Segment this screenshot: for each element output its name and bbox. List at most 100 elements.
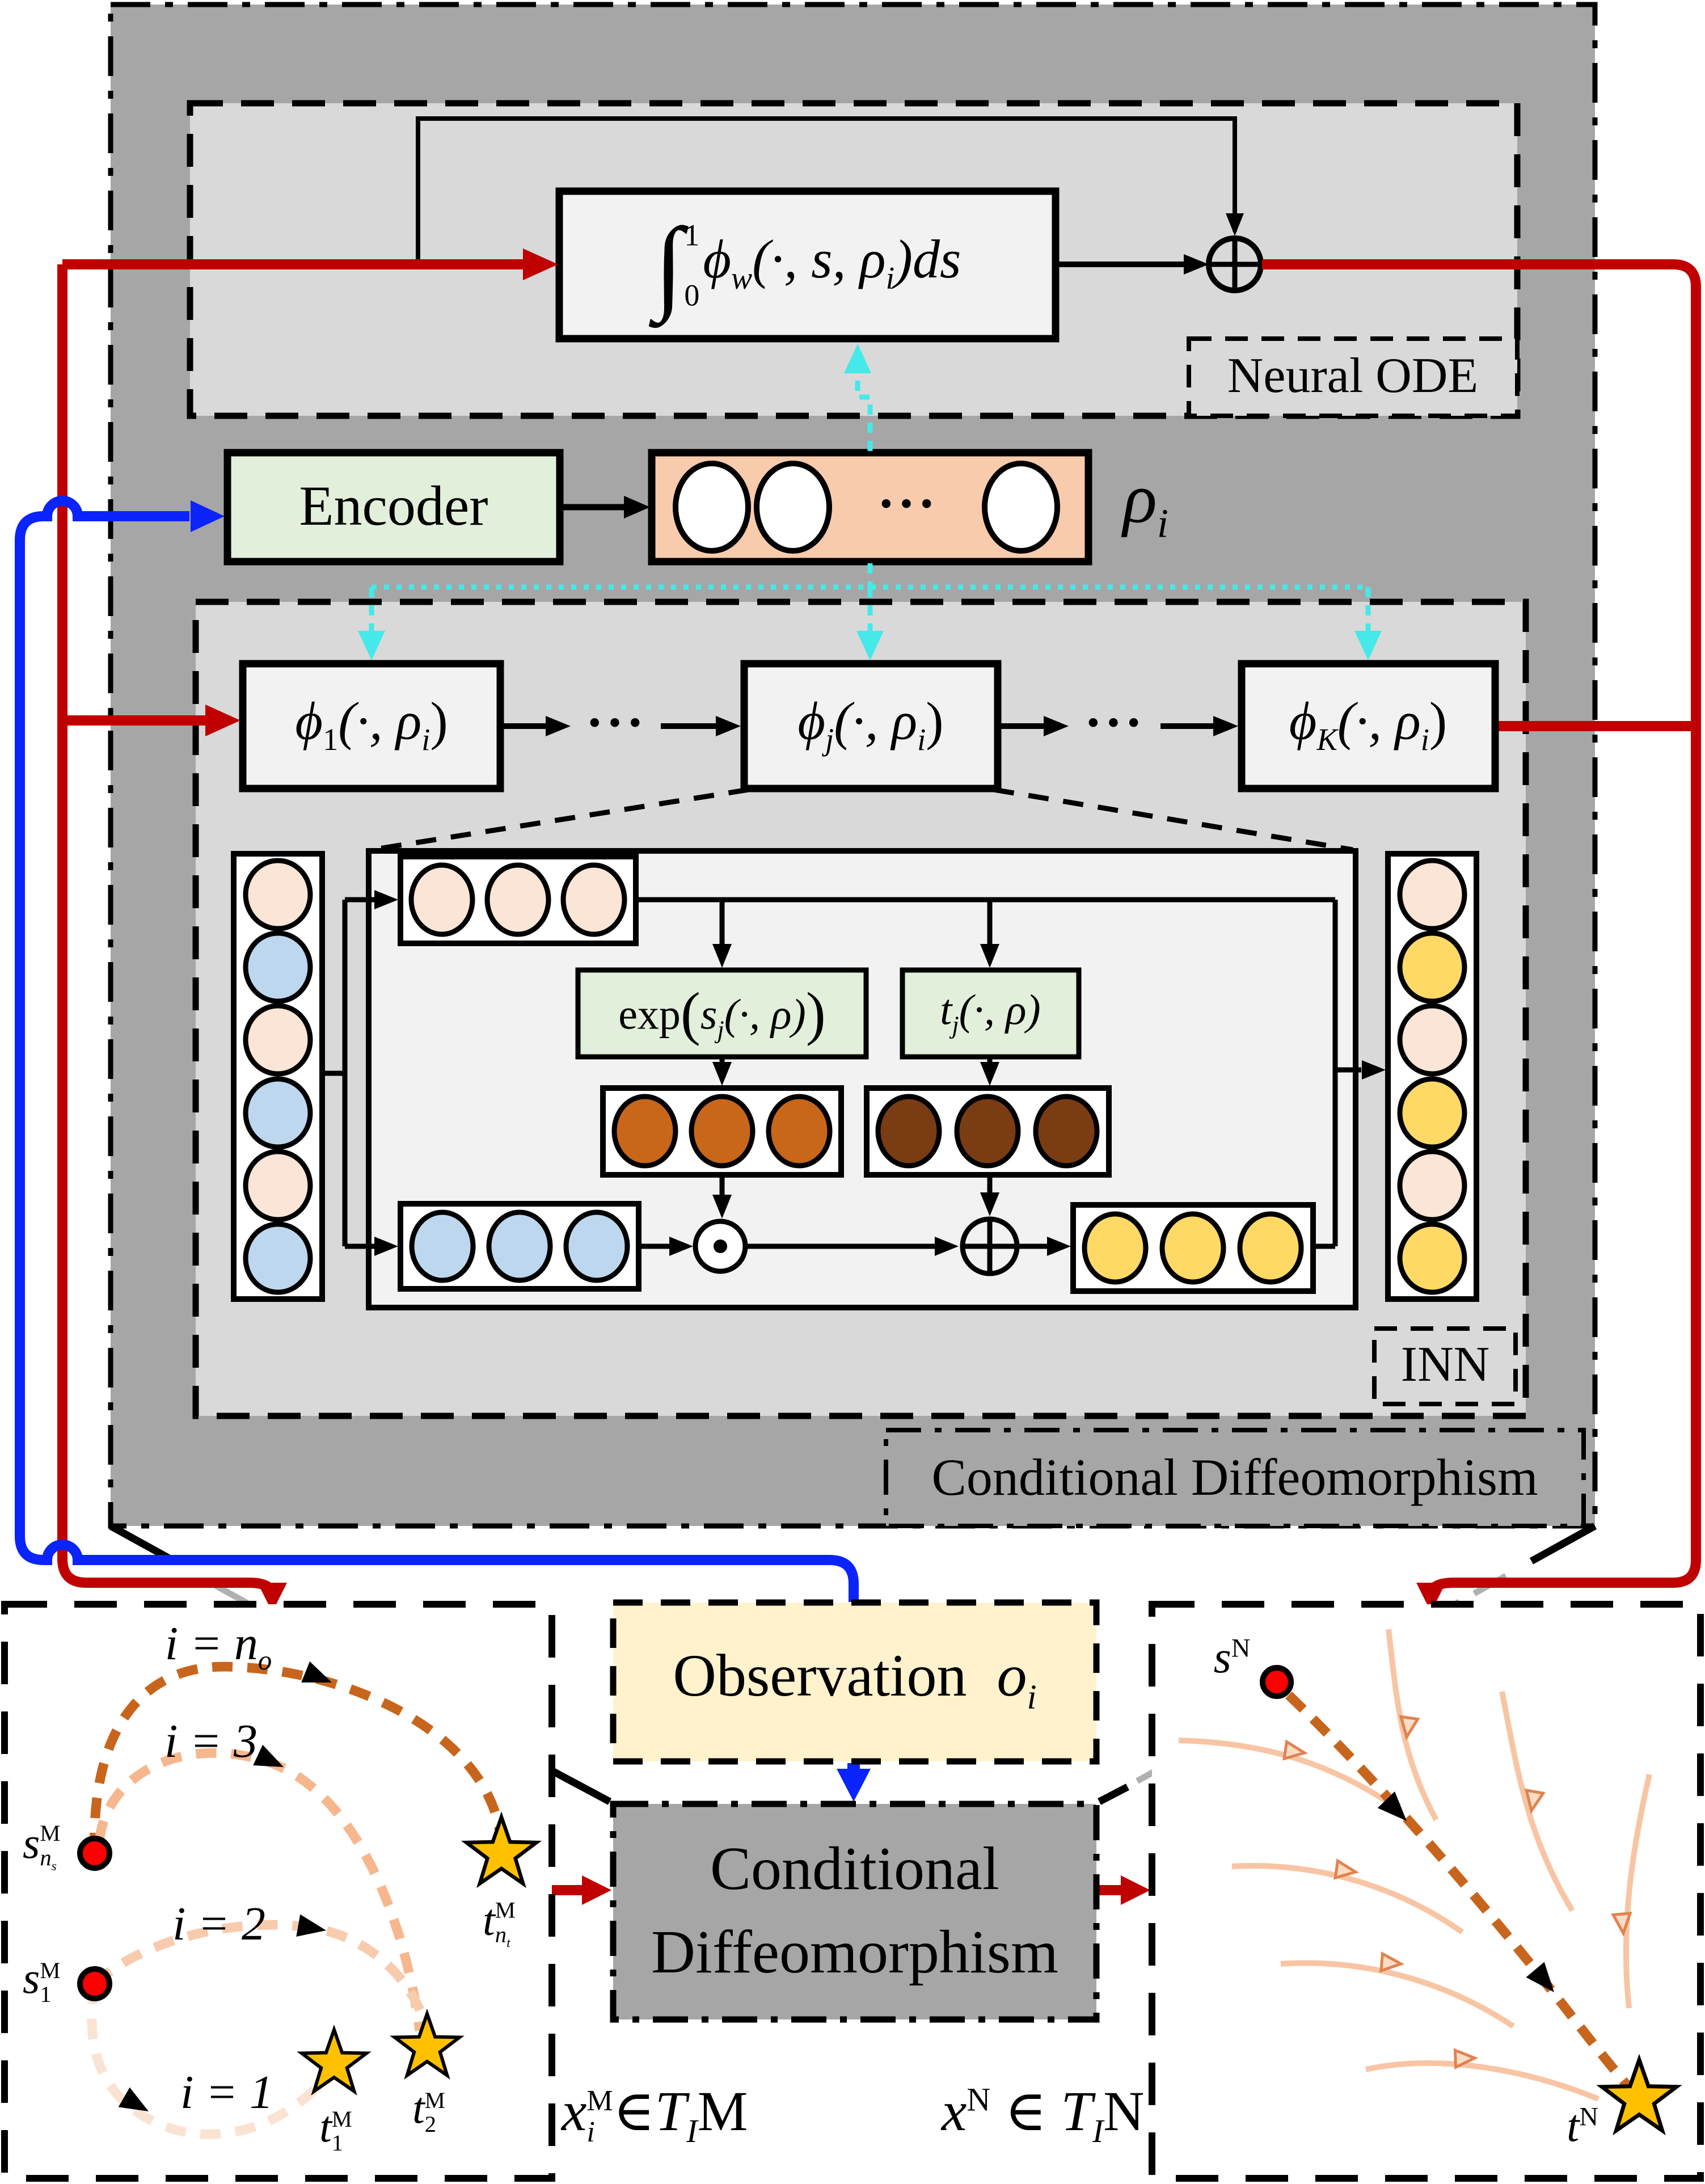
red-arrowhead (582, 1875, 611, 1905)
output-neuron-yellow (1397, 1076, 1467, 1150)
inn-label: INN (1400, 1337, 1490, 1392)
phiK-formula: ϕK(·, ρi) (1289, 692, 1447, 757)
trajectory-arrowhead (296, 1914, 326, 1937)
output-neuron-yellow (1397, 930, 1467, 1004)
latent-neuron (754, 461, 832, 554)
cyan-arrowhead (1354, 631, 1382, 660)
magnifier-line-left-a (108, 1523, 172, 1562)
transformed-neuron (1237, 1211, 1304, 1285)
streamline-arrowhead (1524, 1788, 1546, 1815)
encoder-box (223, 449, 564, 566)
streamline (1178, 1738, 1392, 1807)
red-arrowhead (1121, 1875, 1150, 1905)
start-point-sN (1260, 1665, 1294, 1699)
arrowhead (1047, 1237, 1071, 1256)
label-i-no: i = no (164, 1617, 272, 1676)
upper-split-neuron (484, 862, 551, 937)
arrowhead (1226, 213, 1244, 236)
cyan-arrowhead (856, 631, 884, 660)
cyan-rho-to-ode (855, 363, 873, 451)
output-neuron-yellow (1397, 1221, 1467, 1295)
trajectory-arrowhead (1526, 1962, 1554, 1992)
start-point-s1 (77, 1966, 112, 2001)
integral-sign: ∫ (654, 206, 683, 323)
input-neuron-blue (243, 1076, 313, 1150)
mapped-trajectory (1285, 1691, 1639, 2098)
scale-net-formula: exp(sj(·, ρ)) (618, 980, 826, 1047)
arrowhead (1213, 716, 1238, 736)
phi1-box (239, 660, 504, 792)
output-neuron-peach (1397, 1149, 1467, 1222)
expand-diagonal-right (993, 787, 1353, 853)
target-star-tN (1596, 2054, 1682, 2136)
arrowhead (374, 1237, 398, 1256)
chain-dots-right: ··· (1084, 692, 1145, 753)
conditional-diffeomorphism-block-line1: Conditional (710, 1835, 999, 1903)
streamline-arrowhead (1399, 1715, 1420, 1741)
magnifier-line-right-b (1098, 1784, 1129, 1805)
transformed-neuron (1159, 1211, 1226, 1285)
arrowhead (980, 1192, 999, 1216)
neural-ode-label: Neural ODE (1227, 348, 1479, 403)
start-point-s-ns (77, 1836, 112, 1871)
translation-neuron (875, 1094, 942, 1169)
observation-label: Observation oi (673, 1642, 1037, 1717)
input-neuron-peach (243, 1003, 313, 1077)
target-star-t1 (297, 2024, 372, 2096)
cyan-arrowhead (844, 344, 871, 373)
output-neuron-peach (1397, 858, 1467, 931)
label-sN: sN (1213, 1633, 1251, 1683)
conditional-diffeomorphism-label-box (884, 1428, 1586, 1528)
latent-neuron (982, 461, 1060, 554)
arrowhead (980, 944, 999, 968)
transformed-neuron (1082, 1211, 1149, 1285)
phij-formula: ϕj(·, ρi) (797, 692, 944, 757)
label-i-1: i = 1 (180, 2066, 274, 2119)
translation-net-formula: tj(·, ρ) (940, 986, 1041, 1039)
arrowhead (935, 1237, 959, 1256)
source-manifold-panel (1, 1601, 555, 2182)
input-neuron-blue (243, 930, 313, 1004)
red-arrowhead (1416, 1583, 1446, 1612)
arrowhead (1044, 716, 1069, 736)
input-neuron-blue (243, 1221, 313, 1295)
label-i-2: i = 2 (172, 1898, 266, 1951)
target-manifold-panel (1149, 1601, 1704, 2182)
skip-connection-line (416, 116, 1237, 262)
streamline-arrowhead (1453, 2048, 1479, 2070)
streamline-arrowhead (1379, 1951, 1405, 1973)
phij-box (740, 660, 1002, 792)
target-star-t-nt (461, 1811, 542, 1888)
rho-label: ρi (1122, 459, 1169, 546)
trajectory-arrowhead (1377, 1791, 1407, 1821)
encoder-label: Encoder (299, 474, 488, 537)
trajectory-arrowhead (253, 1744, 284, 1767)
lower-split-neuron (563, 1209, 630, 1283)
conditional-diffeomorphism-block-line2: Diffeomorphism (651, 1919, 1058, 1986)
red-arrowhead (205, 705, 240, 736)
arrowhead (716, 716, 741, 736)
phi1-formula: ϕ1(·, ρi) (295, 692, 448, 757)
arrowhead (669, 1237, 693, 1256)
arrowhead (546, 716, 571, 736)
merge-lines (636, 897, 1361, 1249)
observation-box (610, 1599, 1100, 1765)
upper-split-neuron (408, 862, 475, 937)
output-neuron-peach (1397, 1003, 1467, 1077)
blue-observation-to-encoder (15, 496, 859, 1602)
label-tN: tN (1567, 2101, 1598, 2151)
arrowhead (1362, 1060, 1386, 1080)
trajectory-arrowhead (301, 1661, 332, 1683)
target-domain-label: xN ∈ TIN (942, 2080, 1145, 2149)
split-lines (322, 897, 377, 1249)
scale-net-box (575, 967, 869, 1060)
arrowhead (1184, 254, 1209, 275)
expand-diagonal-left (371, 787, 749, 853)
